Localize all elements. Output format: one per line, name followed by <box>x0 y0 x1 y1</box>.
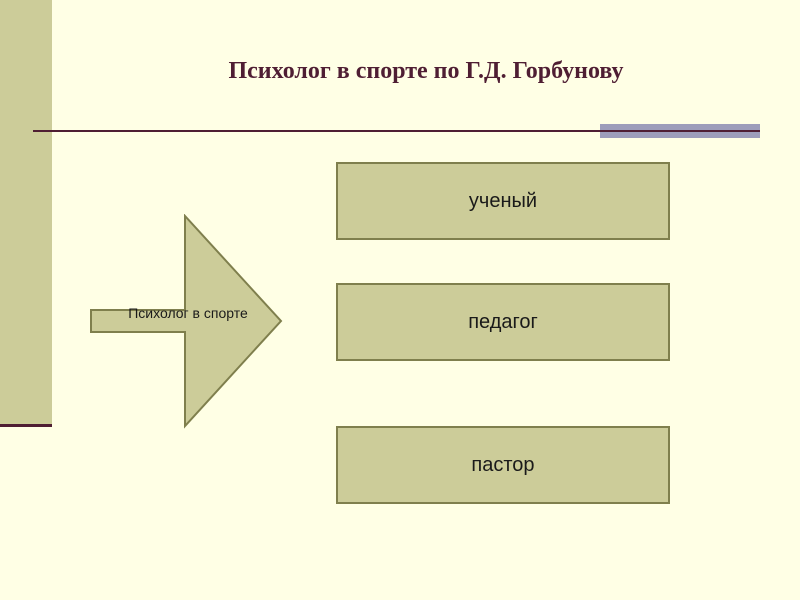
role-label: педагог <box>468 310 538 333</box>
role-box-pastor: пастор <box>336 426 670 504</box>
title-divider-accent <box>600 124 760 138</box>
title-divider-line <box>33 130 600 132</box>
role-box-teacher: педагог <box>336 283 670 361</box>
source-arrow-shape <box>90 214 283 429</box>
slide-title: Психолог в спорте по Г.Д. Горбунову <box>228 58 624 84</box>
role-label: ученый <box>468 189 538 212</box>
left-decor-bar-edge <box>0 424 52 427</box>
role-box-scientist: ученый <box>336 162 670 240</box>
left-decor-bar <box>0 0 52 425</box>
role-label: пастор <box>471 453 535 476</box>
source-arrow-label: Психолог в спорте <box>128 305 248 321</box>
